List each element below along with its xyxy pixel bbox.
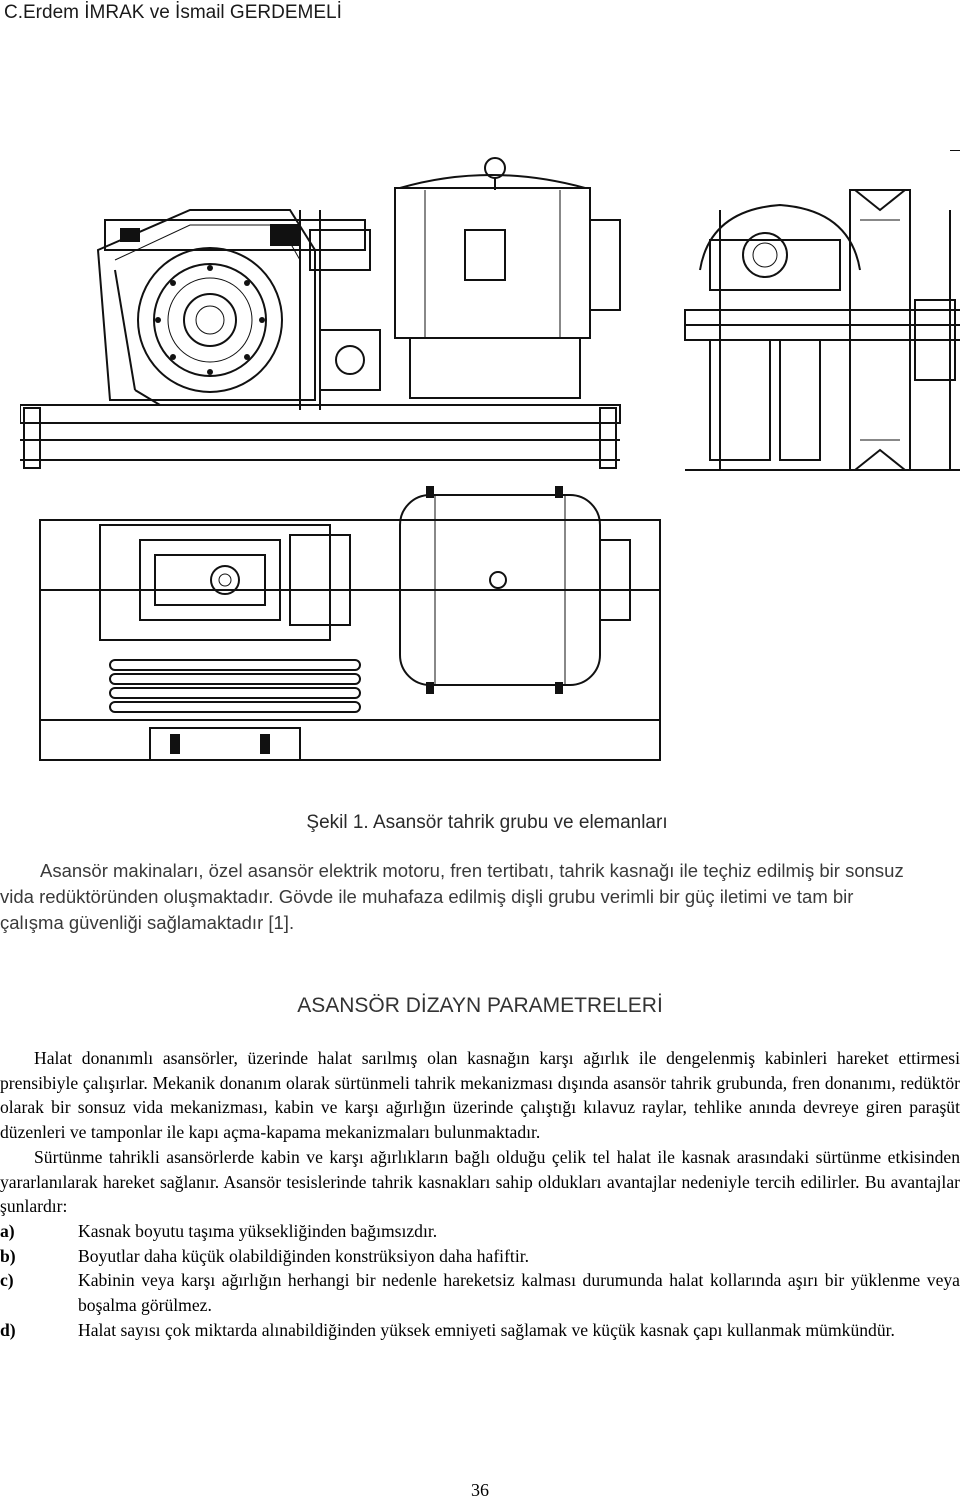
page-header-authors: C.Erdem İMRAK ve İsmail GERDEMELİ bbox=[4, 2, 342, 23]
list-marker: c) bbox=[0, 1270, 14, 1291]
sheave-grooves bbox=[109, 659, 361, 713]
plan-view bbox=[39, 486, 661, 761]
intro-line: vida redüktöründen oluşmaktadır. Gövde i… bbox=[0, 886, 854, 907]
list-item: b) Boyutlar daha küçük olabildiğinden ko… bbox=[0, 1244, 960, 1269]
end-elevation-view bbox=[684, 189, 960, 471]
list-item: d) Halat sayısı çok miktarda alınabildiğ… bbox=[0, 1318, 960, 1343]
body-paragraph: Halat donanımlı asansörler, üzerinde hal… bbox=[0, 1048, 960, 1143]
intro-line: çalışma güvenliği sağlamaktadır [1]. bbox=[0, 912, 295, 933]
section-title: ASANSÖR DİZAYN PARAMETRELERİ bbox=[297, 994, 663, 1017]
section-body: Halat donanımlı asansörler, üzerinde hal… bbox=[0, 1046, 960, 1342]
side-elevation-view bbox=[20, 150, 960, 469]
intro-line: Asansör makinaları, özel asansör elektri… bbox=[40, 860, 904, 881]
elevator-drive-unit-drawing bbox=[20, 150, 960, 761]
list-marker: d) bbox=[0, 1319, 16, 1340]
list-text: Kasnak boyutu taşıma yüksekliğinden bağı… bbox=[78, 1220, 438, 1241]
list-marker: b) bbox=[0, 1245, 16, 1266]
figure-caption: Şekil 1. Asansör tahrik grubu ve elemanl… bbox=[306, 812, 668, 833]
list-item: c) Kabinin veya karşı ağırlığın herhangi… bbox=[0, 1268, 960, 1317]
list-text: Boyutlar daha küçük olabildiğinden konst… bbox=[78, 1245, 529, 1266]
list-marker: a) bbox=[0, 1220, 15, 1241]
page-number: 36 bbox=[471, 1480, 489, 1500]
list-text: Kabinin veya karşı ağırlığın herhangi bi… bbox=[78, 1270, 960, 1316]
body-paragraph: Sürtünme tahrikli asansörlerde kabin ve … bbox=[0, 1146, 960, 1217]
intro-paragraph: Asansör makinaları, özel asansör elektri… bbox=[0, 858, 960, 936]
list-item: a) Kasnak boyutu taşıma yüksekliğinden b… bbox=[0, 1219, 960, 1244]
list-text: Halat sayısı çok miktarda alınabildiğind… bbox=[78, 1319, 895, 1340]
